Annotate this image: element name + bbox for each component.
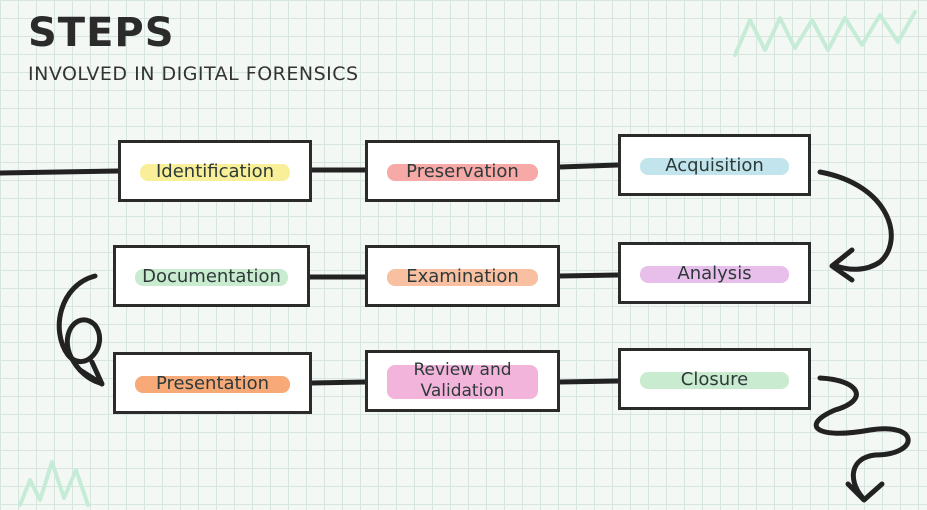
step-label: Presentation — [155, 372, 270, 394]
step-box-closure: Closure — [618, 348, 811, 410]
step-label: Documentation — [142, 265, 281, 287]
decorative-zigzag-bottom-left — [18, 460, 90, 507]
highlight-marker — [386, 164, 539, 182]
page-subtitle: INVOLVED IN DIGITAL FORENSICS — [28, 63, 359, 85]
arrowhead-exit — [845, 481, 885, 503]
highlight-marker — [639, 372, 790, 390]
step-label: Examination — [406, 265, 519, 287]
step-box-analysis: Analysis — [618, 242, 811, 304]
arrowhead-4-7 — [77, 359, 105, 387]
highlight-marker — [386, 365, 539, 399]
step-box-review-validation: Review and Validation — [365, 350, 560, 412]
connector-5-6 — [559, 272, 619, 279]
highlight-marker — [639, 158, 790, 176]
step-box-documentation: Documentation — [113, 245, 310, 307]
step-box-presentation: Presentation — [113, 352, 312, 414]
step-label: Preservation — [406, 160, 519, 182]
step-box-examination: Examination — [365, 245, 560, 307]
connector-start-line — [0, 168, 121, 176]
connector-4-7-loop — [56, 273, 103, 386]
step-label: Identification — [155, 160, 275, 182]
decorative-zigzag-top-right — [733, 10, 917, 57]
highlight-marker — [135, 376, 290, 394]
step-label: Closure — [680, 368, 749, 390]
page-title: STEPS — [28, 10, 175, 56]
step-box-preservation: Preservation — [365, 140, 560, 202]
highlight-marker — [386, 269, 539, 287]
connector-7-8 — [311, 379, 366, 386]
highlight-marker — [639, 266, 790, 284]
arrowhead-3-6 — [829, 247, 855, 283]
step-label: Analysis — [677, 262, 752, 284]
highlight-marker — [139, 164, 291, 182]
step-label-line-2: Validation — [420, 381, 505, 401]
step-label-line-1: Review and — [413, 360, 512, 380]
step-box-identification: Identification — [118, 140, 312, 202]
step-label: Acquisition — [665, 154, 764, 176]
highlight-marker — [135, 269, 288, 287]
connector-3-6-curve — [817, 169, 894, 272]
step-box-acquisition: Acquisition — [618, 134, 811, 196]
connector-2-3 — [559, 162, 619, 170]
connector-exit-squiggle — [813, 375, 911, 500]
step-label: Review and Validation — [413, 360, 511, 402]
connector-8-9 — [559, 378, 619, 385]
